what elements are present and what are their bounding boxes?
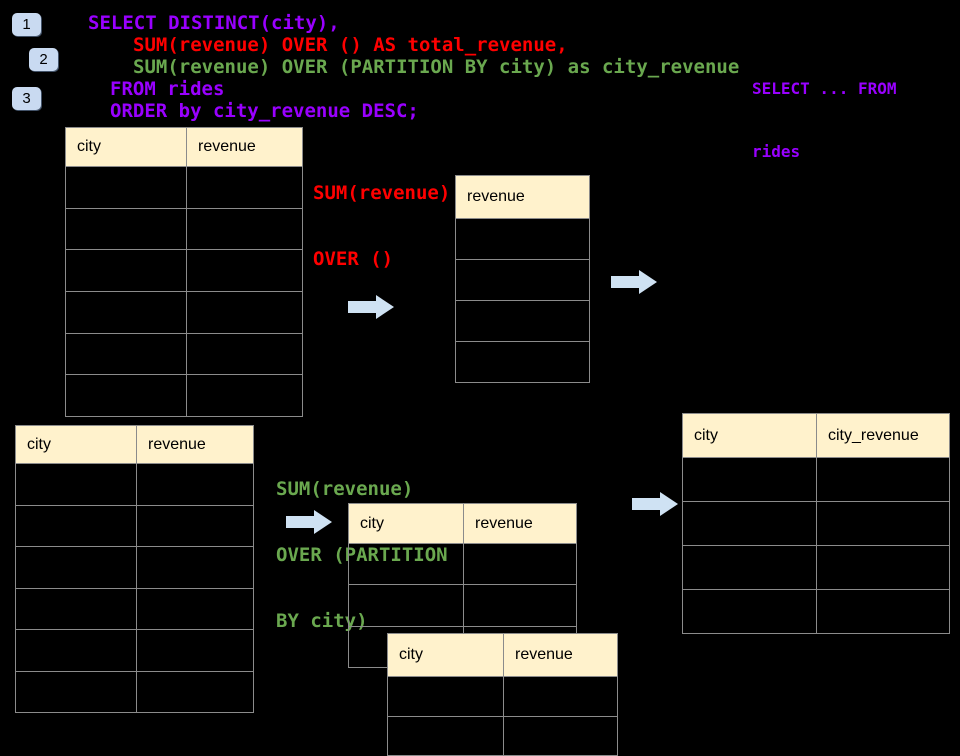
right-arrow-icon: [348, 295, 394, 319]
column-header-city: city: [16, 426, 137, 464]
table-source-top: city revenue: [65, 127, 303, 417]
table-total-revenue-result: revenue: [455, 175, 590, 383]
sql-line-order-by: ORDER by city_revenue DESC;: [110, 100, 419, 122]
table-cell: [187, 375, 303, 417]
table-cell: [464, 544, 577, 585]
table-cell: [456, 301, 590, 342]
table-cell: [817, 502, 950, 546]
annotation-total-window: SUM(revenue) OVER (): [313, 138, 450, 292]
table-cell: [683, 546, 817, 590]
step-badge-2: 2: [29, 48, 58, 71]
corner-note-line1: SELECT ... FROM: [752, 78, 897, 99]
annotation-total-line2: OVER (): [313, 248, 450, 270]
table-city-revenue-result: city city_revenue: [682, 413, 950, 634]
table-cell: [137, 506, 254, 548]
table-cell: [137, 464, 254, 506]
sql-line-city-revenue: SUM(revenue) OVER (PARTITION BY city) as…: [133, 56, 739, 78]
table-cell: [137, 589, 254, 631]
sql-line-select: SELECT DISTINCT(city),: [88, 12, 340, 34]
column-header-revenue: revenue: [456, 176, 590, 219]
table-cell: [66, 375, 187, 417]
table-partition-step-overlay: city revenue: [387, 633, 618, 756]
table-cell: [456, 342, 590, 383]
table-cell: [187, 334, 303, 376]
table-cell: [388, 717, 504, 756]
table-cell: [683, 590, 817, 634]
column-header-city: city: [683, 414, 817, 458]
table-cell: [16, 589, 137, 631]
column-header-revenue: revenue: [137, 426, 254, 464]
annotation-total-line1: SUM(revenue): [313, 182, 450, 204]
annotation-partition-line1: SUM(revenue): [276, 478, 448, 500]
column-header-city: city: [349, 504, 464, 544]
column-header-city-revenue: city_revenue: [817, 414, 950, 458]
table-cell: [66, 209, 187, 251]
table-cell: [16, 464, 137, 506]
table-cell: [349, 585, 464, 626]
table-cell: [66, 334, 187, 376]
table-cell: [817, 546, 950, 590]
table-cell: [16, 506, 137, 548]
column-header-revenue: revenue: [187, 128, 303, 167]
table-cell: [349, 544, 464, 585]
table-cell: [683, 458, 817, 502]
right-arrow-icon: [611, 270, 657, 294]
table-cell: [16, 547, 137, 589]
table-cell: [187, 250, 303, 292]
right-arrow-icon: [632, 492, 678, 516]
table-cell: [187, 209, 303, 251]
table-cell: [137, 630, 254, 672]
table-cell: [137, 547, 254, 589]
table-cell: [137, 672, 254, 714]
table-cell: [464, 585, 577, 626]
table-cell: [456, 260, 590, 301]
corner-note-line2: rides: [752, 141, 897, 162]
table-cell: [187, 292, 303, 334]
table-cell: [388, 677, 504, 717]
table-cell: [187, 167, 303, 209]
table-cell: [16, 630, 137, 672]
corner-note: SELECT ... FROM rides: [752, 36, 897, 183]
table-cell: [817, 458, 950, 502]
step-badge-1: 1: [12, 13, 41, 36]
table-cell: [817, 590, 950, 634]
sql-line-total-revenue: SUM(revenue) OVER () AS total_revenue,: [133, 34, 568, 56]
table-cell: [16, 672, 137, 714]
right-arrow-icon: [286, 510, 332, 534]
sql-line-from: FROM rides: [110, 78, 224, 100]
table-cell: [504, 677, 618, 717]
table-cell: [66, 250, 187, 292]
column-header-revenue: revenue: [464, 504, 577, 544]
column-header-city: city: [66, 128, 187, 167]
table-cell: [504, 717, 618, 756]
step-badge-3: 3: [12, 87, 41, 110]
column-header-revenue: revenue: [504, 634, 618, 677]
column-header-city: city: [388, 634, 504, 677]
table-cell: [66, 292, 187, 334]
table-cell: [683, 502, 817, 546]
table-cell: [456, 219, 590, 260]
table-source-bottom: city revenue: [15, 425, 254, 713]
table-cell: [66, 167, 187, 209]
